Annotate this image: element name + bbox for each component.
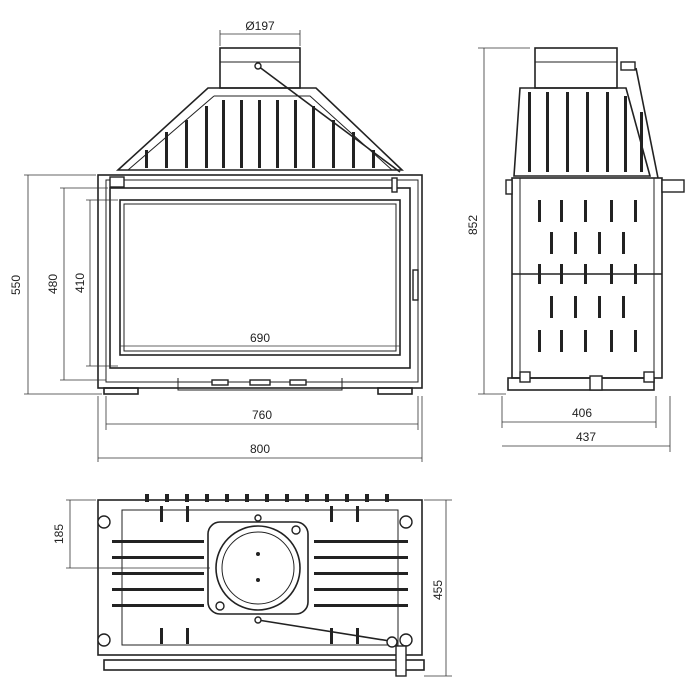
corner-bolt <box>97 633 111 647</box>
label-side-depth: 406 <box>572 406 592 420</box>
top-left-fins <box>112 540 204 607</box>
dim-total-width: 800 <box>97 396 423 462</box>
label-side-total-depth: 437 <box>576 430 596 444</box>
dim-side-height: 852 <box>466 47 530 395</box>
side-body-slots <box>538 200 637 352</box>
label-side-height: 852 <box>466 215 480 235</box>
dim-glass-height: 410 <box>73 199 118 367</box>
front-hood <box>115 87 404 171</box>
dim-front-inner-height: 480 <box>46 187 108 381</box>
side-view: 852 406 437 <box>466 47 685 452</box>
front-hood-fins <box>145 100 375 168</box>
dim-side-depth: 406 <box>501 396 657 428</box>
label-inner-width: 760 <box>252 408 272 422</box>
dim-top-offset: 185 <box>52 499 210 569</box>
door-frame <box>109 187 411 369</box>
glass-panel <box>119 199 401 356</box>
top-back-notches <box>145 494 389 502</box>
dim-inner-width: 760 <box>105 396 419 430</box>
door-handle <box>412 269 419 301</box>
label-glass-height: 410 <box>73 273 87 293</box>
dim-glass-width: 690 <box>120 331 400 347</box>
top-front-strip <box>103 659 425 671</box>
flue-plate <box>207 521 309 615</box>
corner-bolt <box>97 515 111 529</box>
label-top-depth: 455 <box>431 580 445 600</box>
corner-bolt <box>399 515 413 529</box>
label-front-inner-height: 480 <box>46 274 60 294</box>
side-upper-fins <box>528 92 643 172</box>
front-foot <box>377 387 413 395</box>
side-chimney-collar <box>534 47 618 89</box>
label-total-width: 800 <box>250 442 270 456</box>
corner-bolt <box>399 633 413 647</box>
dim-chimney-diameter: Ø197 <box>219 19 301 46</box>
damper-rod <box>257 65 401 173</box>
door-hinge <box>109 176 125 188</box>
label-chimney-diameter: Ø197 <box>245 19 275 33</box>
dim-side-total-depth: 437 <box>502 396 671 452</box>
label-front-height: 550 <box>9 275 23 295</box>
top-damper-lever <box>257 619 397 643</box>
dim-top-depth: 455 <box>424 499 452 677</box>
top-right-fins <box>314 540 408 607</box>
label-glass-width: 690 <box>250 331 270 345</box>
front-body-frame <box>97 174 423 389</box>
dim-front-height: 550 <box>9 174 102 395</box>
label-top-offset: 185 <box>52 524 66 544</box>
front-view: Ø197 550 480 410 690 <box>9 19 423 462</box>
flue-outlet <box>215 525 301 611</box>
top-body <box>97 499 423 656</box>
side-upper-block <box>513 87 652 177</box>
front-foot <box>103 387 139 395</box>
side-damper-rod <box>635 67 659 179</box>
top-view: 185 455 <box>52 494 452 677</box>
